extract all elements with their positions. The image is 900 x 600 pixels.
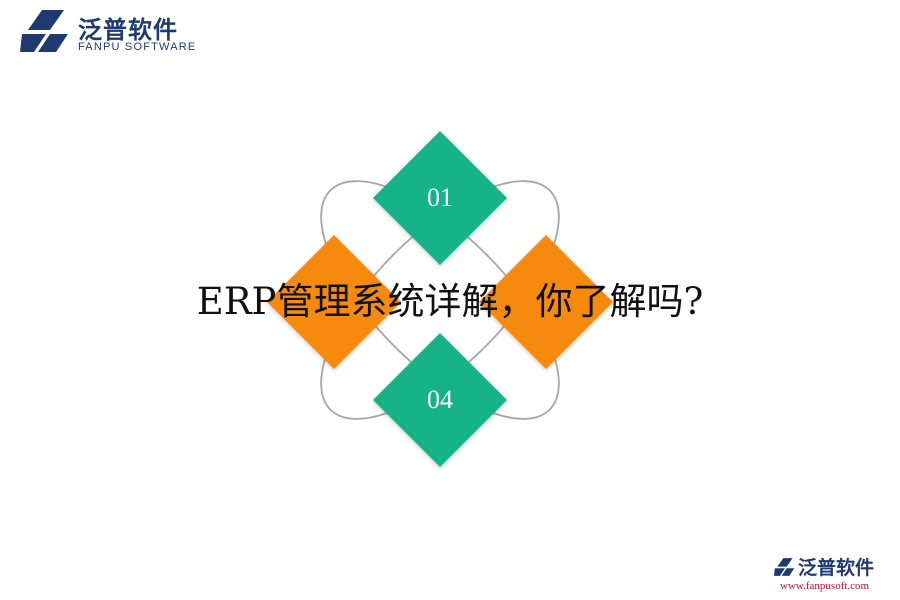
step-02-diamond <box>267 235 401 369</box>
footer-brand-name: 泛普软件 <box>798 557 875 579</box>
step-01-diamond: 01 <box>373 131 507 265</box>
fanpu-logo-icon <box>20 10 68 52</box>
step-01-label: 01 <box>427 183 453 212</box>
step-04-diamond: 04 <box>373 333 507 467</box>
page-headline: ERP管理系统详解，你了解吗? <box>196 280 704 323</box>
step-02-shape <box>267 235 401 369</box>
header-logo: 泛普软件 FANPU SOFTWARE <box>20 8 210 56</box>
brand-name-cn: 泛普软件 <box>78 16 178 44</box>
connector-rings <box>320 180 560 420</box>
fanpu-logo-small-icon <box>774 558 795 576</box>
step-01-shape <box>373 131 507 265</box>
step-04-shape <box>373 333 507 467</box>
footer-url: www.fanpusoft.com <box>780 580 870 592</box>
step-03-shape <box>479 235 613 369</box>
step-04-label: 04 <box>427 385 453 414</box>
footer-logo: 泛普软件 www.fanpusoft.com <box>768 553 894 597</box>
step-03-diamond <box>479 235 613 369</box>
brand-name-en: FANPU SOFTWARE <box>78 41 197 53</box>
